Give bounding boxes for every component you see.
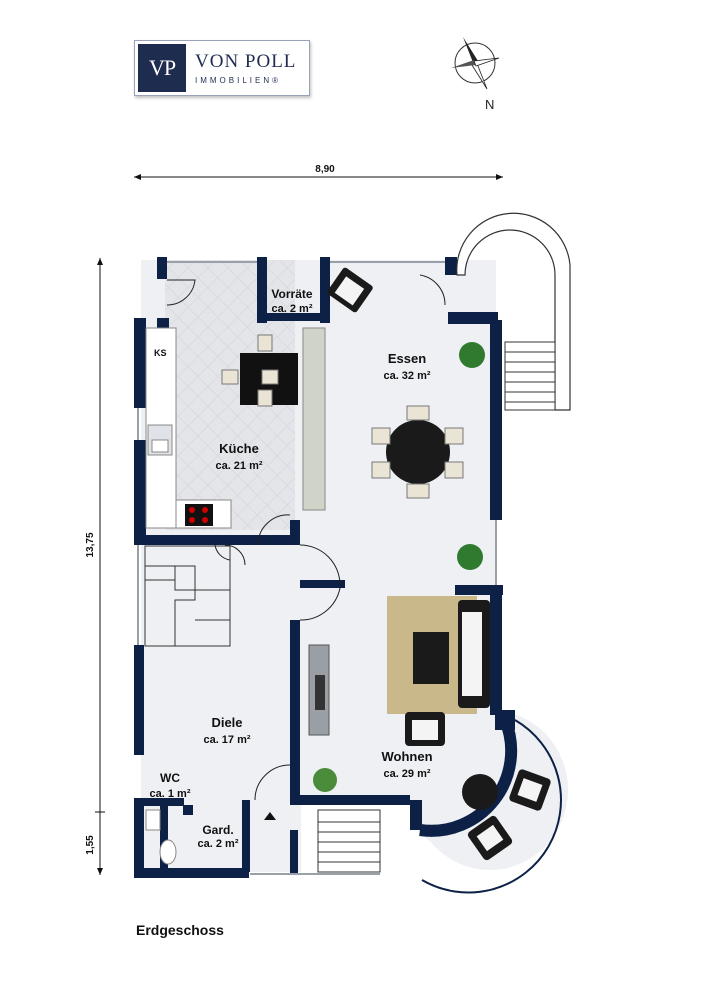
compass-icon xyxy=(451,37,500,90)
dimension-entry-label: 1,55 xyxy=(85,835,96,855)
brand-logo: VP VON POLL IMMOBILIEN® xyxy=(134,40,310,96)
kitchen-counter xyxy=(145,327,232,529)
windows xyxy=(137,261,497,875)
kitchen-table xyxy=(221,334,298,407)
room-kueche-name: Küche xyxy=(219,441,259,456)
brand-name: VON POLL xyxy=(195,51,297,72)
room-essen-area: ca. 32 m² xyxy=(383,370,430,382)
entrance-arrow-icon xyxy=(264,812,276,820)
compass-north-label: N xyxy=(485,97,495,112)
exterior-stairs-entry xyxy=(317,809,381,873)
dimension-width: 8,90 xyxy=(134,164,503,180)
floor-title: Erdgeschoss xyxy=(136,922,224,938)
room-essen-name: Essen xyxy=(388,351,426,366)
dimension-depth: 13,75 1,55 xyxy=(85,258,105,875)
room-gard-name: Gard. xyxy=(202,823,233,837)
plant-icon xyxy=(313,342,485,792)
dimension-width-label: 8,90 xyxy=(315,164,335,175)
doors xyxy=(166,274,446,801)
room-wohnen-area: ca. 29 m² xyxy=(383,768,430,780)
fridge-label: KS xyxy=(154,348,167,358)
cooktop-icon xyxy=(185,504,213,526)
exterior-stairs-east xyxy=(504,341,556,411)
dining-table xyxy=(371,405,464,499)
brand-subline: IMMOBILIEN® xyxy=(195,76,282,85)
interior-staircase xyxy=(144,545,231,647)
room-vorraete-area: ca. 2 m² xyxy=(272,303,313,315)
room-gard-area: ca. 2 m² xyxy=(198,838,239,850)
room-wc-area: ca. 1 m² xyxy=(150,788,191,800)
room-kueche-area: ca. 21 m² xyxy=(215,460,262,472)
room-vorraete-name: Vorräte xyxy=(271,287,312,301)
brand-mark: VP xyxy=(138,44,186,92)
room-wc-name: WC xyxy=(160,771,180,785)
room-diele-area: ca. 17 m² xyxy=(203,734,250,746)
shelving xyxy=(302,327,326,511)
room-diele-name: Diele xyxy=(211,715,242,730)
dimension-depth-label: 13,75 xyxy=(85,532,96,557)
armchair xyxy=(327,267,373,313)
terrace-balcony xyxy=(456,212,571,411)
wc-fixtures xyxy=(145,809,177,865)
living-furniture xyxy=(308,596,551,861)
room-wohnen-name: Wohnen xyxy=(381,749,432,764)
